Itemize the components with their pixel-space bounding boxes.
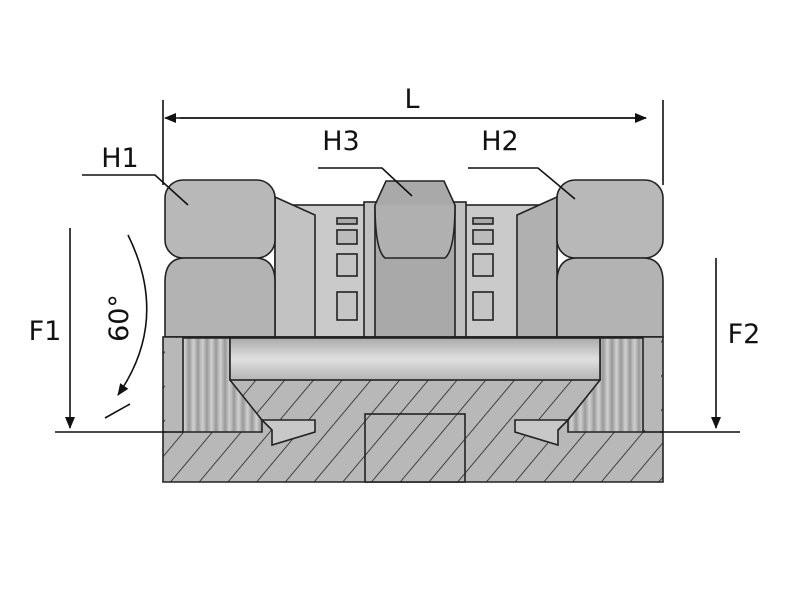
nut-h2 — [556, 179, 664, 338]
nut-h1 — [164, 179, 276, 338]
label-angle: 60° — [104, 294, 135, 342]
dimension-F1: F1 — [29, 228, 165, 433]
dimension-L: L — [162, 84, 664, 185]
slots-right — [472, 217, 494, 321]
label-F1: F1 — [29, 316, 62, 347]
section-view — [162, 336, 664, 483]
label-H2: H2 — [481, 126, 518, 157]
hex-h3 — [374, 180, 456, 338]
label-F2: F2 — [728, 319, 761, 350]
exterior-view — [163, 179, 664, 338]
slots-left — [336, 217, 358, 321]
label-H1: H1 — [101, 143, 138, 174]
leader-H3: H3 — [318, 126, 413, 197]
label-H3: H3 — [322, 126, 359, 157]
label-L: L — [404, 84, 419, 115]
dimension-F2: F2 — [660, 258, 761, 433]
angle-60: 60° — [104, 234, 148, 419]
leader-H2: H2 — [468, 126, 576, 200]
leader-H1: H1 — [82, 143, 189, 206]
